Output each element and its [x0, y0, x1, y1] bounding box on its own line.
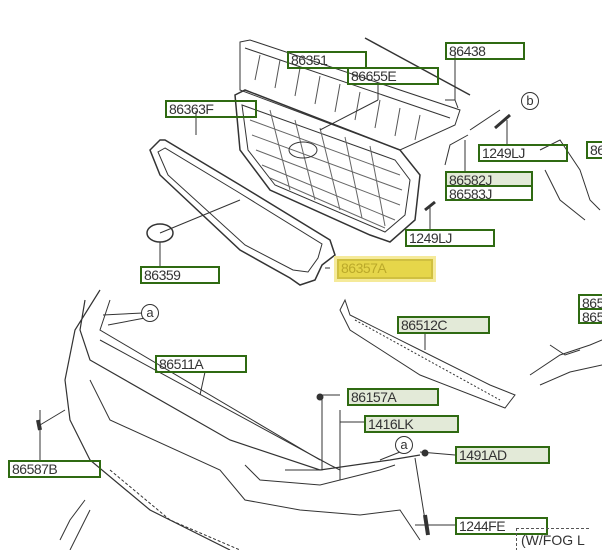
- part-label-1491AD[interactable]: 1491AD: [455, 446, 550, 464]
- callout-a-2: a: [395, 436, 413, 454]
- part-label-86359[interactable]: 86359: [140, 266, 220, 284]
- part-label-86363F[interactable]: 86363F: [165, 100, 257, 118]
- part-label-86583J[interactable]: 86583J: [445, 185, 533, 201]
- part-label-1244FE[interactable]: 1244FE: [455, 517, 548, 535]
- fog-lamp-note: (W/FOG L: [516, 528, 589, 550]
- part-label-86157A[interactable]: 86157A: [347, 388, 439, 406]
- part-label-86351[interactable]: 86351: [287, 51, 367, 69]
- part-label-86438[interactable]: 86438: [445, 42, 525, 60]
- part-label-86-cut[interactable]: 86: [586, 141, 602, 159]
- part-label-86587B[interactable]: 86587B: [8, 460, 101, 478]
- part-label-86511A[interactable]: 86511A: [155, 355, 247, 373]
- part-label-865-cut-2[interactable]: 865: [578, 308, 602, 324]
- part-label-86512C[interactable]: 86512C: [397, 316, 490, 334]
- callout-a-1: a: [141, 304, 159, 322]
- part-label-1249LJ-top[interactable]: 1249LJ: [478, 144, 568, 162]
- part-label-86655E[interactable]: 86655E: [347, 67, 439, 85]
- part-label-1416LK[interactable]: 1416LK: [364, 415, 459, 433]
- part-label-1249LJ[interactable]: 1249LJ: [405, 229, 495, 247]
- part-label-86357A-highlighted[interactable]: 86357A: [337, 259, 433, 279]
- part-label-86582J[interactable]: 86582J: [445, 171, 533, 187]
- callout-b: b: [521, 92, 539, 110]
